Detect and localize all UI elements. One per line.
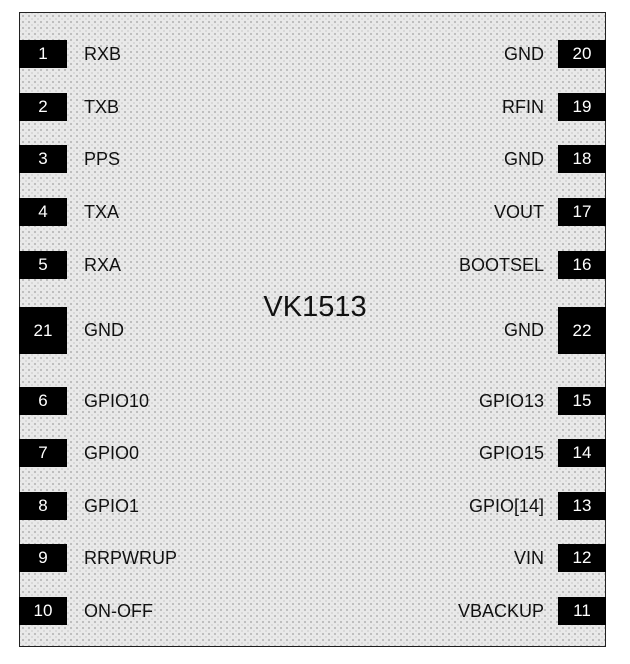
- pin-label: BOOTSEL: [458, 254, 544, 275]
- pin-number: 18: [558, 145, 606, 173]
- pin-8: 8 GPIO1: [19, 492, 139, 520]
- pin-number: 11: [558, 597, 606, 625]
- pin-number: 3: [19, 145, 67, 173]
- pin-label: RXB: [84, 43, 122, 64]
- pin-6: 6 GPIO10: [19, 387, 149, 415]
- pin-label: GND: [504, 148, 544, 169]
- pin-number: 9: [19, 544, 67, 572]
- pin-4: 4 TXA: [19, 198, 119, 226]
- pin-number: 20: [558, 40, 606, 68]
- pin-number: 21: [19, 307, 67, 354]
- pin-label: RRPWRUP: [84, 547, 177, 568]
- pin-number: 7: [19, 439, 67, 467]
- pin-22: 22 GND: [504, 307, 606, 354]
- pin-label: TXB: [84, 96, 120, 117]
- pin-label: GPIO13: [478, 390, 544, 411]
- pin-label: GPIO0: [84, 442, 140, 463]
- pin-label: GND: [504, 320, 544, 340]
- pin-number: 2: [19, 93, 67, 121]
- pin-number: 17: [558, 198, 606, 226]
- pin-11: 11 VBACKUP: [458, 597, 606, 625]
- pin-19: 19 RFIN: [502, 93, 606, 121]
- pin-label: GPIO10: [84, 390, 150, 411]
- pin-label: TXA: [84, 201, 120, 222]
- pin-7: 7 GPIO0: [19, 439, 139, 467]
- pin-number: 4: [19, 198, 67, 226]
- pin-2: 2 TXB: [19, 93, 119, 121]
- pin-number: 15: [558, 387, 606, 415]
- pin-number: 19: [558, 93, 606, 121]
- chip-title: VK1513: [263, 291, 367, 323]
- pin-number: 14: [558, 439, 606, 467]
- pin-label: VIN: [513, 547, 544, 568]
- pin-label: GND: [504, 43, 544, 64]
- pin-14: 14 GPIO15: [479, 439, 606, 467]
- pin-number: 1: [19, 40, 67, 68]
- pin-number: 22: [558, 307, 606, 354]
- pin-12: 12 VIN: [514, 544, 606, 572]
- pin-3: 3 PPS: [19, 145, 120, 173]
- pin-label: RFIN: [502, 96, 544, 117]
- pin-number: 5: [19, 251, 67, 279]
- pin-number: 10: [19, 597, 67, 625]
- pin-label: VBACKUP: [457, 600, 544, 621]
- pin-number: 6: [19, 387, 67, 415]
- pin-label: PPS: [84, 148, 121, 169]
- pin-13: 13 GPIO[14]: [469, 492, 606, 520]
- pin-20: 20 GND: [504, 40, 606, 68]
- pin-number: 8: [19, 492, 67, 520]
- pin-label: GPIO1: [84, 495, 140, 516]
- pin-label: GND: [84, 320, 124, 340]
- pin-17: 17 VOUT: [494, 198, 606, 226]
- pin-number: 12: [558, 544, 606, 572]
- pin-18: 18 GND: [504, 145, 606, 173]
- pin-label: RXA: [84, 254, 122, 275]
- pin-label: GPIO[14]: [468, 495, 544, 516]
- pin-label: GPIO15: [478, 442, 544, 463]
- pin-1: 1 RXB: [19, 40, 121, 68]
- pin-number: 16: [558, 251, 606, 279]
- pin-label: ON-OFF: [84, 600, 153, 621]
- pin-10: 10 ON-OFF: [19, 597, 153, 625]
- pin-21: 21 GND: [19, 307, 124, 354]
- pin-16: 16 BOOTSEL: [459, 251, 606, 279]
- pin-5: 5 RXA: [19, 251, 121, 279]
- pin-label: VOUT: [493, 201, 544, 222]
- pin-9: 9 RRPWRUP: [19, 544, 177, 572]
- chip-body: [19, 12, 606, 647]
- pin-number: 13: [558, 492, 606, 520]
- pin-15: 15 GPIO13: [479, 387, 606, 415]
